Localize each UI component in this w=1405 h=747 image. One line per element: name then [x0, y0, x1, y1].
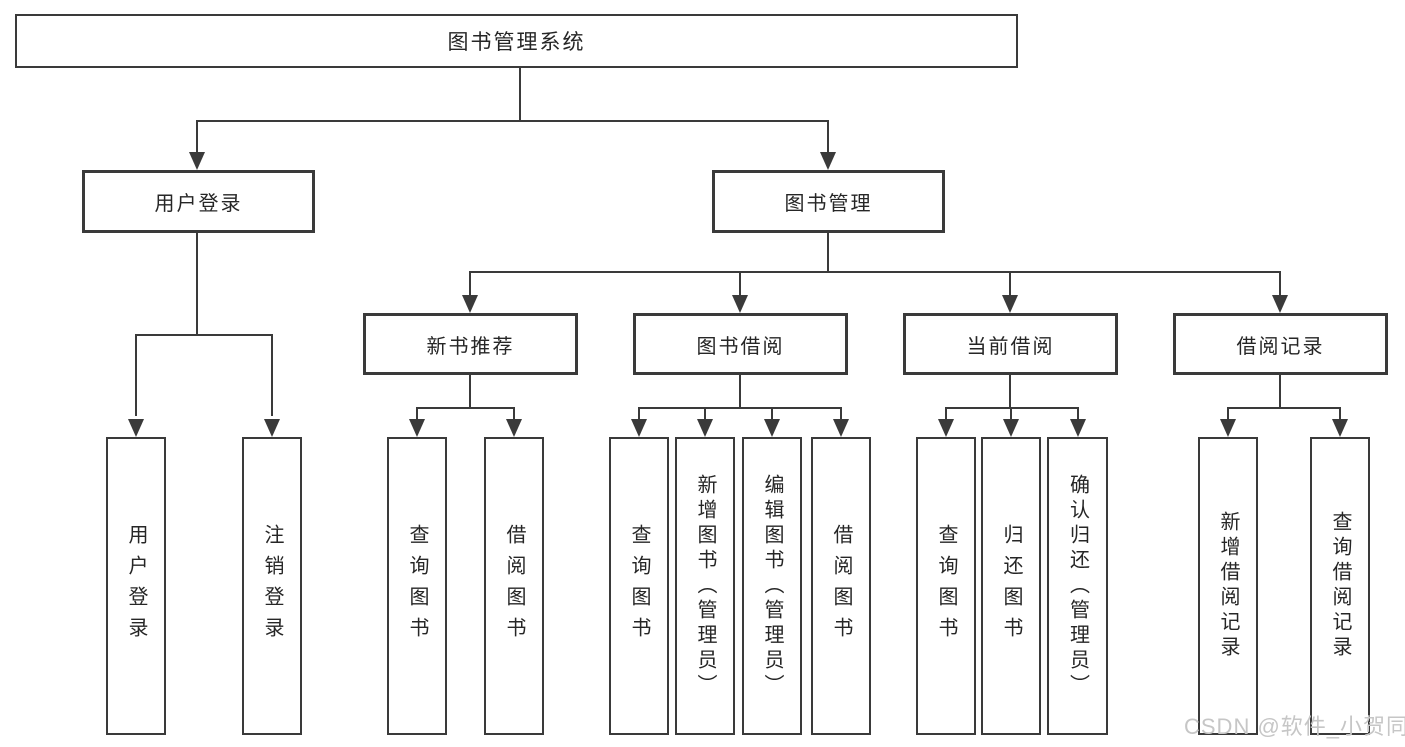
connector-drop-book-management — [827, 120, 829, 154]
arrowhead-confirm-return — [1070, 419, 1086, 437]
connector-drop-leaf-user-login — [135, 334, 137, 416]
connector-drop-add-books — [704, 407, 706, 421]
arrowhead-borrow-recommend — [506, 419, 522, 437]
leaf-borrow-books-recommend: 借阅图书 — [484, 437, 544, 735]
connector-records-stem — [1279, 375, 1281, 409]
leaf-add-borrow-record: 新增借阅记录 — [1198, 437, 1258, 735]
arrowhead-book-management — [820, 152, 836, 170]
node-current-borrowing: 当前借阅 — [903, 313, 1118, 375]
connector-drop-query-current — [945, 407, 947, 421]
connector-recommend-stem — [469, 375, 471, 409]
arrowhead-user-login — [189, 152, 205, 170]
connector-recommend-crossbar — [416, 407, 515, 409]
node-book-borrowing: 图书借阅 — [633, 313, 848, 375]
connector-drop-query-borrowing — [638, 407, 640, 421]
arrowhead-borrow-books — [833, 419, 849, 437]
arrowhead-edit-books — [764, 419, 780, 437]
csdn-watermark: CSDN @软件_小贺同学 — [1184, 714, 1405, 739]
arrowhead-recommend — [462, 295, 478, 313]
arrowhead-query-borrowing — [631, 419, 647, 437]
connector-drop-borrow-books — [840, 407, 842, 421]
leaf-query-borrow-record: 查询借阅记录 — [1310, 437, 1370, 735]
arrowhead-return-books — [1003, 419, 1019, 437]
leaf-confirm-return-admin: 确认归还（管理员） — [1047, 437, 1108, 735]
connector-userlogin-crossbar — [135, 334, 273, 336]
node-user-login: 用户登录 — [82, 170, 315, 233]
leaf-edit-books-admin: 编辑图书（管理员） — [742, 437, 802, 735]
connector-borrowing-crossbar — [638, 407, 842, 409]
arrowhead-query-current — [938, 419, 954, 437]
connector-borrowing-stem — [739, 375, 741, 409]
arrowhead-add-books — [697, 419, 713, 437]
connector-drop-confirm-return — [1077, 407, 1079, 421]
arrowhead-query-recommend — [409, 419, 425, 437]
connector-records-crossbar — [1227, 407, 1340, 409]
arrowhead-leaf-user-login — [128, 419, 144, 437]
connector-drop-borrowing — [739, 271, 741, 295]
node-new-book-recommendation: 新书推荐 — [363, 313, 578, 375]
connector-userlogin-stem — [196, 233, 198, 336]
arrowhead-add-record — [1220, 419, 1236, 437]
leaf-query-books-current: 查询图书 — [916, 437, 976, 735]
connector-root-stem — [519, 68, 521, 121]
leaf-return-books: 归还图书 — [981, 437, 1041, 735]
arrowhead-records — [1272, 295, 1288, 313]
leaf-borrow-books-borrowing: 借阅图书 — [811, 437, 871, 735]
node-root-library-system: 图书管理系统 — [15, 14, 1018, 68]
leaf-query-books-recommend: 查询图书 — [387, 437, 447, 735]
node-book-management: 图书管理 — [712, 170, 945, 233]
leaf-logout: 注销登录 — [242, 437, 302, 735]
connector-root-crossbar — [196, 120, 829, 122]
leaf-query-books-borrowing: 查询图书 — [609, 437, 669, 735]
arrowhead-current — [1002, 295, 1018, 313]
leaf-user-login: 用户登录 — [106, 437, 166, 735]
connector-drop-add-record — [1227, 407, 1229, 421]
connector-drop-leaf-logout — [271, 334, 273, 416]
arrowhead-leaf-logout — [264, 419, 280, 437]
connector-drop-return-books — [1010, 407, 1012, 421]
connector-drop-user-login — [196, 120, 198, 154]
connector-bookmgmt-crossbar — [469, 271, 1281, 273]
connector-drop-borrow-recommend — [513, 407, 515, 421]
connector-drop-query-recommend — [416, 407, 418, 421]
node-borrowing-records: 借阅记录 — [1173, 313, 1388, 375]
arrowhead-query-record — [1332, 419, 1348, 437]
connector-drop-current — [1009, 271, 1011, 295]
connector-drop-query-record — [1339, 407, 1341, 421]
leaf-add-books-admin: 新增图书（管理员） — [675, 437, 735, 735]
connector-drop-records — [1279, 271, 1281, 295]
connector-current-stem — [1009, 375, 1011, 409]
connector-bookmgmt-stem — [827, 233, 829, 273]
arrowhead-borrowing — [732, 295, 748, 313]
connector-drop-edit-books — [771, 407, 773, 421]
connector-current-crossbar — [945, 407, 1079, 409]
connector-drop-recommend — [469, 271, 471, 295]
